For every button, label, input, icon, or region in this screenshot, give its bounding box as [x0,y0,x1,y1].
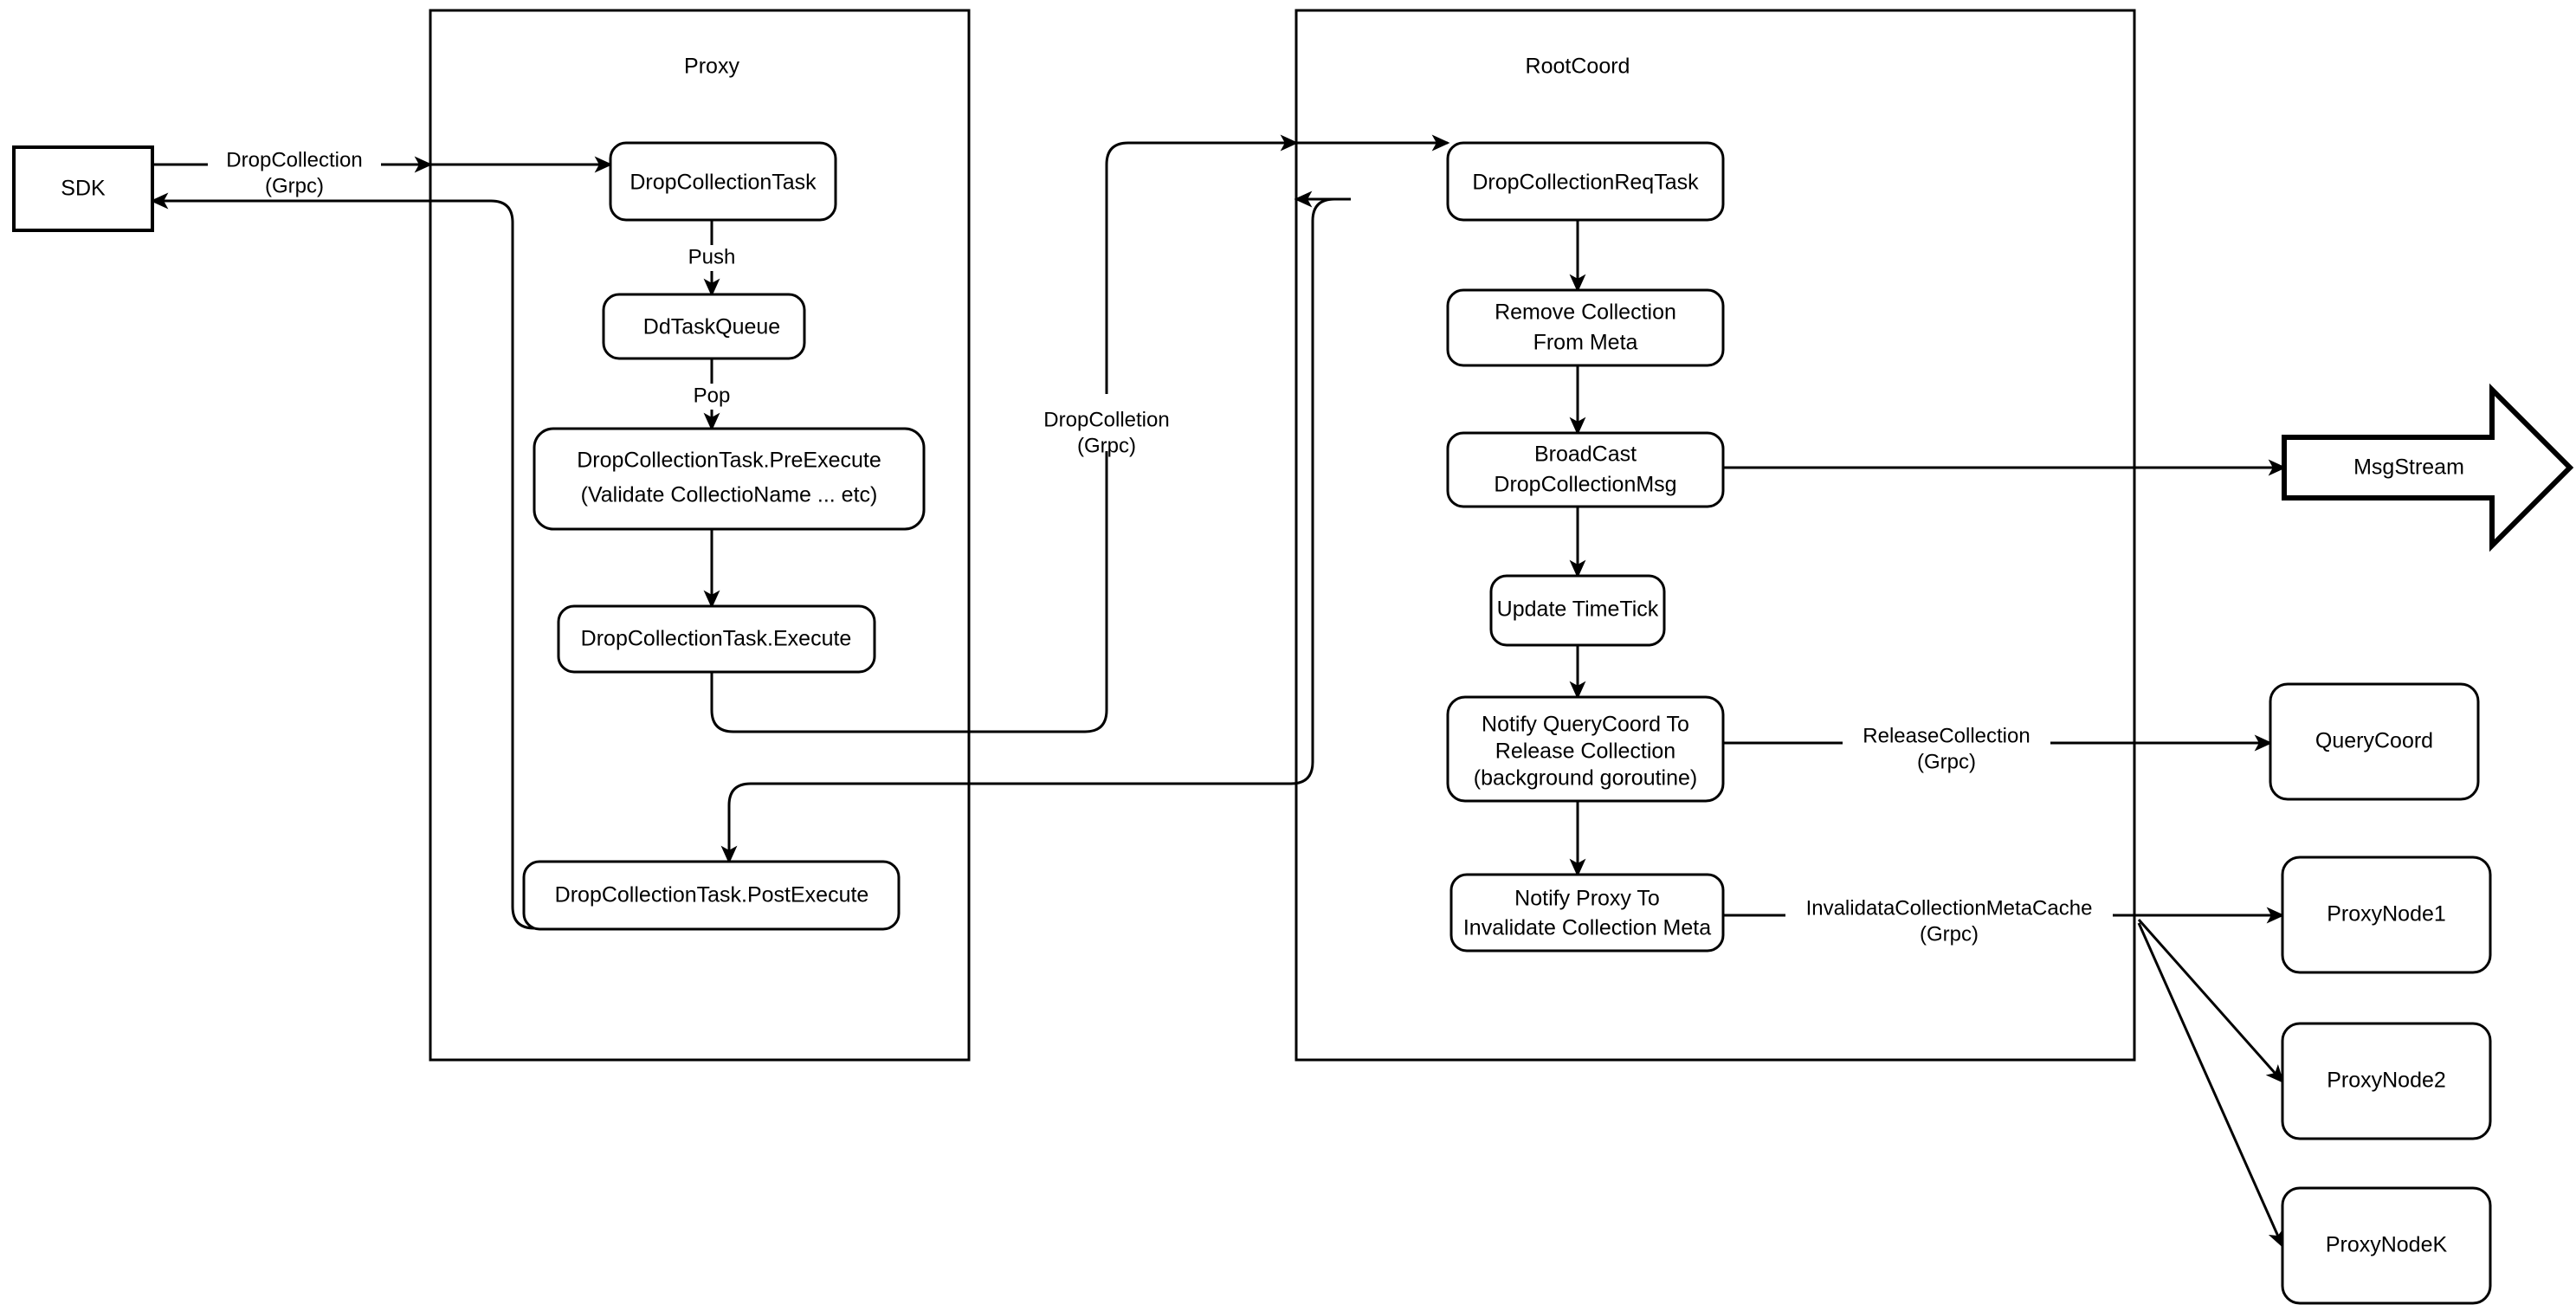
ddtaskqueue-box [602,293,806,360]
sdk-box [12,145,154,232]
edge-label-releasecollection-grpc: ReleaseCollection (Grpc) [1843,723,2050,777]
label-bg-dropcolletion [1022,394,1191,451]
invalidatacache-label-line1: InvalidataCollectionMetaCache [1806,896,2093,920]
label-bg-invalidatacache [1785,895,2113,949]
preexecute-box [533,427,926,531]
msgstream-arrow-shape [2282,383,2574,552]
edge-rootcoord-return-to-postexecute [720,197,1335,864]
proxy-container-label: Proxy [684,55,739,79]
sdk-label: SDK [61,177,106,201]
node-msgstream[interactable]: MsgStream [2282,383,2574,552]
node-notify-querycoord[interactable]: Notify QueryCoord To Release Collection … [1446,695,1725,803]
notify-proxy-box [1449,873,1725,953]
pop-label: Pop [694,384,731,407]
notify-querycoord-label-line3: (background goroutine) [1474,766,1698,791]
update-timetick-box [1489,574,1666,647]
notify-proxy-label-line2: Invalidate Collection Meta [1463,916,1711,940]
node-proxynode2[interactable]: ProxyNode2 [2281,1022,2492,1140]
remove-collection-box [1446,288,1725,367]
broadcast-label-line2: DropCollectionMsg [1494,473,1676,497]
releasecollection-label-line1: ReleaseCollection [1863,724,2030,747]
node-notify-proxy[interactable]: Notify Proxy To Invalidate Collection Me… [1449,873,1725,953]
node-dropcollectiontask[interactable]: DropCollectionTask [609,141,837,222]
node-proxynodek[interactable]: ProxyNodeK [2281,1186,2492,1305]
remove-collection-label-line1: Remove Collection [1495,300,1676,325]
execute-label: DropCollectionTask.Execute [581,627,852,651]
execute-box [557,604,876,674]
edge-label-push: Push [677,245,746,271]
edge-label-invalidatacollectionmetacache-grpc: InvalidataCollectionMetaCache (Grpc) [1785,895,2113,949]
proxynodek-label: ProxyNodeK [2326,1233,2448,1257]
edge-label-pop: Pop [682,384,743,410]
edge-label-sdk-dropcollection: DropCollection (Grpc) [208,145,381,199]
proxynode1-label: ProxyNode1 [2327,902,2446,927]
dropcollectiontask-label: DropCollectionTask [629,171,817,195]
proxynode2-label: ProxyNode2 [2327,1069,2446,1093]
notify-querycoord-label-line2: Release Collection [1495,739,1675,764]
notify-proxy-label-line1: Notify Proxy To [1514,887,1660,911]
dropcolletion-label-line1: DropColletion [1043,408,1169,431]
edge-rootcoord-edge-to-proxynodek [2137,922,2284,1249]
node-postexecute[interactable]: DropCollectionTask.PostExecute [522,860,901,931]
label-bg-releasecollection [1843,723,2050,777]
msgstream-label: MsgStream [2353,455,2464,480]
invalidatacache-label-line2: (Grpc) [1920,922,1979,946]
node-broadcast-dropcollectionmsg[interactable]: BroadCast DropCollectionMsg [1446,431,1725,508]
notify-querycoord-label-line1: Notify QueryCoord To [1482,713,1689,737]
label-bg-push [677,245,746,271]
node-sdk[interactable]: SDK [12,145,154,232]
preexecute-label-line2: (Validate CollectioName ... etc) [581,483,878,507]
dropcollectionreqtask-label: DropCollectionReqTask [1472,171,1699,195]
node-dropcollectionreqtask[interactable]: DropCollectionReqTask [1446,141,1725,222]
proxynode2-box [2281,1022,2492,1140]
label-bg-sdk-dropcollection [208,145,381,199]
node-ddtaskqueue[interactable]: DdTaskQueue [602,293,806,360]
proxynode1-box [2281,856,2492,974]
sdk-dropcollection-label-line1: DropCollection [226,148,362,171]
push-label: Push [688,245,736,268]
node-querycoord[interactable]: QueryCoord [2269,682,2480,801]
preexecute-label-line1: DropCollectionTask.PreExecute [577,449,881,473]
releasecollection-label-line2: (Grpc) [1917,750,1976,773]
broadcast-box [1446,431,1725,508]
postexecute-label: DropCollectionTask.PostExecute [555,883,869,907]
rootcoord-container-label: RootCoord [1526,55,1630,79]
node-proxynode1[interactable]: ProxyNode1 [2281,856,2492,974]
node-update-timetick[interactable]: Update TimeTick [1489,574,1666,647]
proxynodek-box [2281,1186,2492,1305]
dropcollectiontask-box [609,141,837,222]
postexecute-box [522,860,901,931]
edge-execute-to-rootcoord [710,134,1299,733]
label-bg-pop [682,384,743,410]
node-execute[interactable]: DropCollectionTask.Execute [557,604,876,674]
remove-collection-label-line2: From Meta [1533,331,1638,355]
edge-rootcoord-edge-to-proxynode2 [2137,919,2284,1083]
node-remove-collection-from-meta[interactable]: Remove Collection From Meta [1446,288,1725,367]
update-timetick-label: Update TimeTick [1497,597,1659,622]
ddtaskqueue-label: DdTaskQueue [643,315,780,339]
notify-querycoord-box [1446,695,1725,803]
dropcollectionreqtask-box [1446,141,1725,222]
querycoord-box [2269,682,2480,801]
node-preexecute[interactable]: DropCollectionTask.PreExecute (Validate … [533,427,926,531]
dropcolletion-label-line2: (Grpc) [1077,434,1136,457]
querycoord-label: QueryCoord [2315,729,2433,753]
edge-label-dropcolletion-grpc: DropColletion (Grpc) [1022,394,1191,457]
edge-postexecute-to-sdk [430,199,535,930]
sdk-dropcollection-label-line2: (Grpc) [265,174,324,197]
broadcast-label-line1: BroadCast [1534,442,1637,467]
